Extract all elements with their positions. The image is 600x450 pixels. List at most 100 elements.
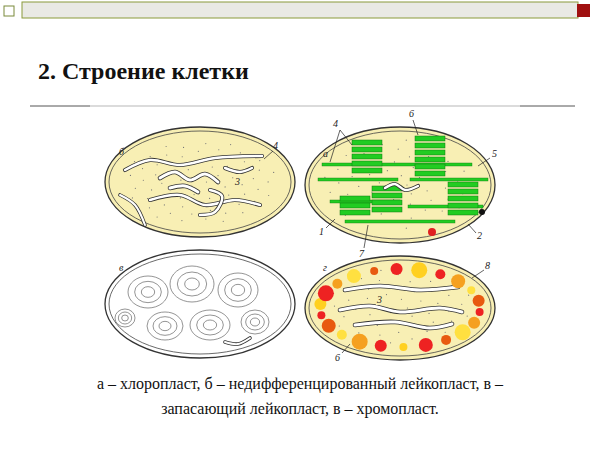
stroma-dot (166, 146, 167, 147)
stroma-dot (142, 168, 143, 169)
membrane-tubule (160, 172, 218, 182)
membrane-tubule (225, 338, 250, 344)
stroma-dot (346, 155, 347, 156)
callout-number: 4 (272, 140, 279, 151)
pigment-globule (411, 262, 427, 278)
granum-thylakoid (340, 210, 370, 215)
stroma-dot (406, 228, 407, 229)
callout-number: 6 (334, 352, 341, 363)
callout-number: 2 (476, 230, 483, 241)
leader-line (264, 151, 273, 159)
leader-line (472, 270, 484, 278)
figure-letter: в (118, 262, 124, 273)
stroma-dot (259, 160, 260, 161)
pigment-globule (451, 274, 465, 288)
figure-letter: а (322, 148, 329, 159)
stroma-dot (218, 149, 219, 150)
starch-grain (250, 318, 259, 326)
stroma-dot (244, 161, 245, 162)
inner-membrane (109, 131, 291, 233)
stroma-dot (151, 189, 152, 190)
stroma-dot (463, 171, 464, 172)
stroma-dot (130, 175, 131, 176)
stroma-dot (437, 303, 438, 304)
starch-grain (147, 312, 183, 340)
stroma-dot (358, 186, 359, 187)
starch-grain (246, 314, 265, 330)
starch-grain (141, 287, 154, 298)
leader-line (413, 120, 418, 135)
callout-number: 5 (491, 148, 498, 159)
stroma-dot (380, 270, 381, 271)
granum-thylakoid (415, 157, 445, 162)
stroma-dot (410, 204, 411, 205)
pigment-globule (441, 335, 451, 345)
stroma-dot (410, 281, 411, 282)
stroma-dot (401, 175, 402, 176)
starch-grain (218, 273, 258, 307)
stroma-dot (238, 204, 239, 205)
figure-letter: г (322, 262, 328, 273)
granum-thylakoid (415, 143, 445, 148)
pigment-globule (473, 295, 485, 307)
stroma-dot (394, 161, 395, 162)
stroma-dot (343, 316, 344, 317)
starch-grain (115, 309, 135, 327)
stroma-dot (445, 188, 446, 189)
stroma-dot (240, 152, 241, 153)
stroma-dot (409, 156, 410, 157)
pigment-globule (375, 340, 387, 352)
stroma-dot (150, 156, 151, 157)
header-square (4, 6, 14, 16)
callout-number: 3 (234, 176, 241, 187)
membrane-tubule (200, 190, 222, 215)
figure-caption: а – хлоропласт, б – недифференцированный… (80, 371, 520, 421)
ribosome (479, 209, 485, 215)
callout-number: 1 (318, 226, 325, 237)
stroma-dot (209, 198, 210, 199)
pigment-globule (455, 324, 471, 340)
stroma-dot (134, 161, 135, 162)
stroma-dot (253, 178, 254, 179)
outer-membrane (305, 127, 495, 243)
stroma-dot (212, 166, 213, 167)
membrane-tubule (340, 306, 462, 312)
granum-thylakoid (352, 161, 382, 166)
stroma-dot (170, 213, 171, 214)
stroma-dot (377, 325, 378, 326)
pigment-globule (476, 308, 484, 316)
granum-thylakoid (448, 189, 478, 194)
stroma-dot (334, 305, 335, 306)
stroma-dot (268, 195, 269, 196)
stroma-dot (371, 192, 372, 193)
stroma-dot (180, 180, 181, 181)
stroma-dot (361, 278, 362, 279)
pigment-globule (467, 286, 475, 294)
callout-number: 3 (376, 294, 383, 305)
stroma-dot (461, 304, 462, 305)
starch-grain (118, 312, 131, 324)
stroma-dot (157, 164, 158, 165)
callout-number: 4 (332, 118, 339, 129)
starch-grain (225, 279, 252, 302)
stroma-dot (230, 144, 231, 145)
stroma-dot (411, 316, 412, 317)
stroma-dot (411, 193, 412, 194)
stroma-dot (324, 177, 325, 178)
membrane-tubule (345, 286, 458, 290)
stroma-dot (386, 294, 387, 295)
stroma-dot (430, 200, 431, 201)
granum-thylakoid (448, 210, 478, 215)
pigment-globule (322, 319, 336, 333)
callout-number: 6 (408, 108, 415, 119)
stroma-dot (398, 149, 399, 150)
starch-grain (241, 310, 269, 334)
stroma-dot (411, 338, 412, 339)
pigment-globule (317, 311, 325, 319)
outer-membrane (105, 250, 295, 358)
stroma-dot (149, 207, 150, 208)
stroma-dot (225, 213, 226, 214)
stroma-dot (188, 169, 189, 170)
starch-grain (190, 310, 230, 340)
